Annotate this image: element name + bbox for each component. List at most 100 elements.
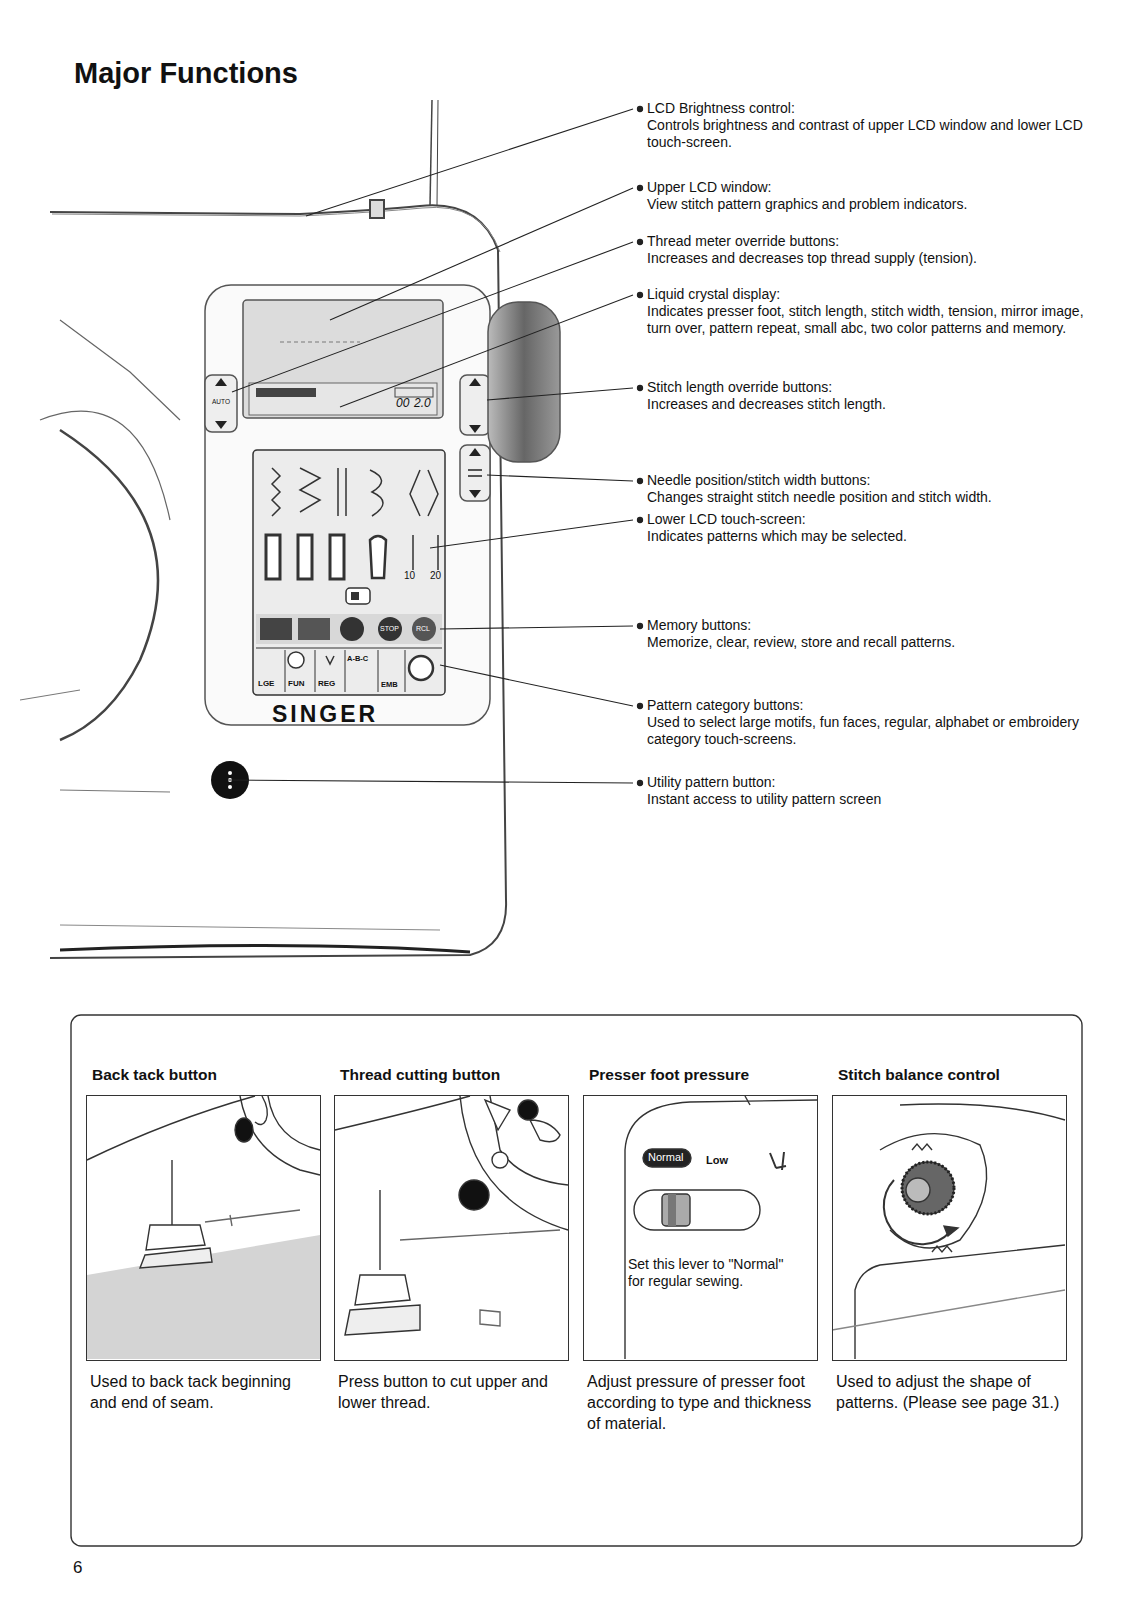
lower-lcd xyxy=(260,618,292,640)
thread-cutting-illustration xyxy=(335,1096,470,1130)
lower-lcd xyxy=(410,470,420,516)
machine-body xyxy=(50,205,506,958)
control-panel xyxy=(469,378,481,433)
presser-foot-illustration xyxy=(770,1152,786,1170)
lower-lcd xyxy=(409,656,433,680)
machine-body xyxy=(20,690,80,700)
back-tack-illustration xyxy=(140,1248,212,1268)
category-text: REG xyxy=(318,679,335,689)
panel-caption: Press button to cut upper and lower thre… xyxy=(338,1372,570,1414)
lower-lcd xyxy=(345,650,346,692)
brand-name: SINGER xyxy=(272,700,378,728)
stitch-balance-illustration xyxy=(944,1226,958,1236)
callout-heading: Upper LCD window: xyxy=(647,179,1107,196)
category-text: LGE xyxy=(258,679,274,689)
illustration-frame xyxy=(334,1095,569,1361)
presser-foot-illustration xyxy=(634,1190,760,1230)
lower-lcd xyxy=(346,588,370,604)
lower-lcd xyxy=(256,648,442,649)
presser-foot-illustration xyxy=(625,1096,817,1359)
stitch-balance-illustration xyxy=(912,1144,932,1150)
thread-cutting-illustration xyxy=(335,1096,568,1335)
callout-heading: LCD Brightness control: xyxy=(647,100,1107,117)
presser-foot-illustration xyxy=(745,1096,750,1105)
callout-text: Controls brightness and contrast of uppe… xyxy=(647,117,1087,151)
illustration-frame xyxy=(832,1095,1067,1361)
leader-line xyxy=(232,242,633,392)
leader-line xyxy=(340,295,633,407)
illustration-frame xyxy=(583,1095,818,1361)
leader-line xyxy=(228,106,643,785)
bullet-dot xyxy=(637,703,642,708)
stitch-balance-illustration xyxy=(932,1246,952,1252)
callout-heading: Pattern category buttons: xyxy=(647,697,1107,714)
lower-lcd xyxy=(315,650,316,692)
instruction-note: Set this lever to "Normal" for regular s… xyxy=(628,1256,793,1290)
thread-cutting-illustration xyxy=(492,1152,508,1168)
stitch-balance-illustration xyxy=(902,1162,954,1214)
back-tack-illustration xyxy=(87,1235,320,1359)
machine-body xyxy=(60,320,180,420)
machine-body xyxy=(370,200,384,218)
callout-text: Increases and decreases top thread suppl… xyxy=(647,250,1087,267)
thread-cutting-illustration xyxy=(485,1100,510,1130)
lower-lcd xyxy=(330,535,344,579)
thread-cutting-illustration xyxy=(530,1120,560,1142)
lower-lcd xyxy=(266,535,280,579)
lower-lcd xyxy=(351,592,359,600)
control-panel xyxy=(205,375,237,432)
thread-cutting-illustration xyxy=(518,1100,538,1120)
control-panel xyxy=(205,285,490,725)
presser-foot-illustration xyxy=(625,1100,817,1359)
stitch-balance-illustration xyxy=(880,1134,987,1248)
back-tack-illustration xyxy=(87,1096,320,1359)
control-panel xyxy=(205,285,560,725)
bullet-dot xyxy=(637,780,642,785)
control-panel xyxy=(280,341,360,343)
control-panel xyxy=(243,300,443,418)
callout-text: Memorize, clear, review, store and recal… xyxy=(647,634,1087,651)
lower-lcd xyxy=(345,468,347,516)
back-tack-illustration xyxy=(255,1096,267,1125)
lower-lcd xyxy=(428,470,438,516)
category-text: FUN xyxy=(288,679,304,689)
function-panel: Back tack buttonUsed to back tack beginn… xyxy=(86,1066,322,1411)
thread-cutting-illustration xyxy=(379,1190,380,1270)
leader-line xyxy=(228,780,633,783)
lcd-text: AUTO xyxy=(212,398,230,406)
stitch-balance-illustration xyxy=(832,1104,1065,1359)
category-text: A-B-C xyxy=(347,654,368,663)
panel-caption: Used to back tack beginning and end of s… xyxy=(90,1372,322,1414)
machine-body xyxy=(52,207,500,252)
function-panel: Stitch balance controlUsed to adjust the… xyxy=(832,1066,1068,1411)
leader-line xyxy=(440,665,633,706)
bullet-dot xyxy=(637,385,642,390)
lower-lcd xyxy=(337,468,339,516)
callout-heading: Lower LCD touch-screen: xyxy=(647,511,1107,528)
back-tack-illustration xyxy=(205,1210,300,1226)
back-tack-illustration xyxy=(171,1160,172,1225)
presser-foot-illustration xyxy=(662,1194,690,1226)
button-text: RCL xyxy=(416,625,430,634)
lower-lcd xyxy=(298,535,312,579)
function-panel: Presser foot pressureAdjust pressure of … xyxy=(583,1066,819,1411)
bullet-dot xyxy=(637,106,642,111)
lower-lcd xyxy=(288,652,304,668)
back-tack-illustration xyxy=(268,1096,320,1150)
back-tack-illustration xyxy=(87,1096,255,1160)
lower-lcd xyxy=(378,650,379,692)
stitch-balance-illustration xyxy=(906,1178,930,1202)
function-panel: Thread cutting buttonPress button to cut… xyxy=(334,1066,570,1411)
utility-button xyxy=(228,771,232,775)
panel-heading: Back tack button xyxy=(92,1066,217,1084)
machine-body xyxy=(20,100,506,958)
category-text: EMB xyxy=(381,680,398,689)
lower-lcd xyxy=(378,617,402,641)
control-panel xyxy=(488,302,560,462)
back-tack-illustration xyxy=(146,1225,205,1250)
leader-line xyxy=(440,626,633,629)
lower-lcd xyxy=(300,468,320,512)
machine-body xyxy=(60,945,470,952)
lcd-value: 20 xyxy=(430,570,441,582)
callout-heading: Liquid crystal display: xyxy=(647,286,1107,303)
